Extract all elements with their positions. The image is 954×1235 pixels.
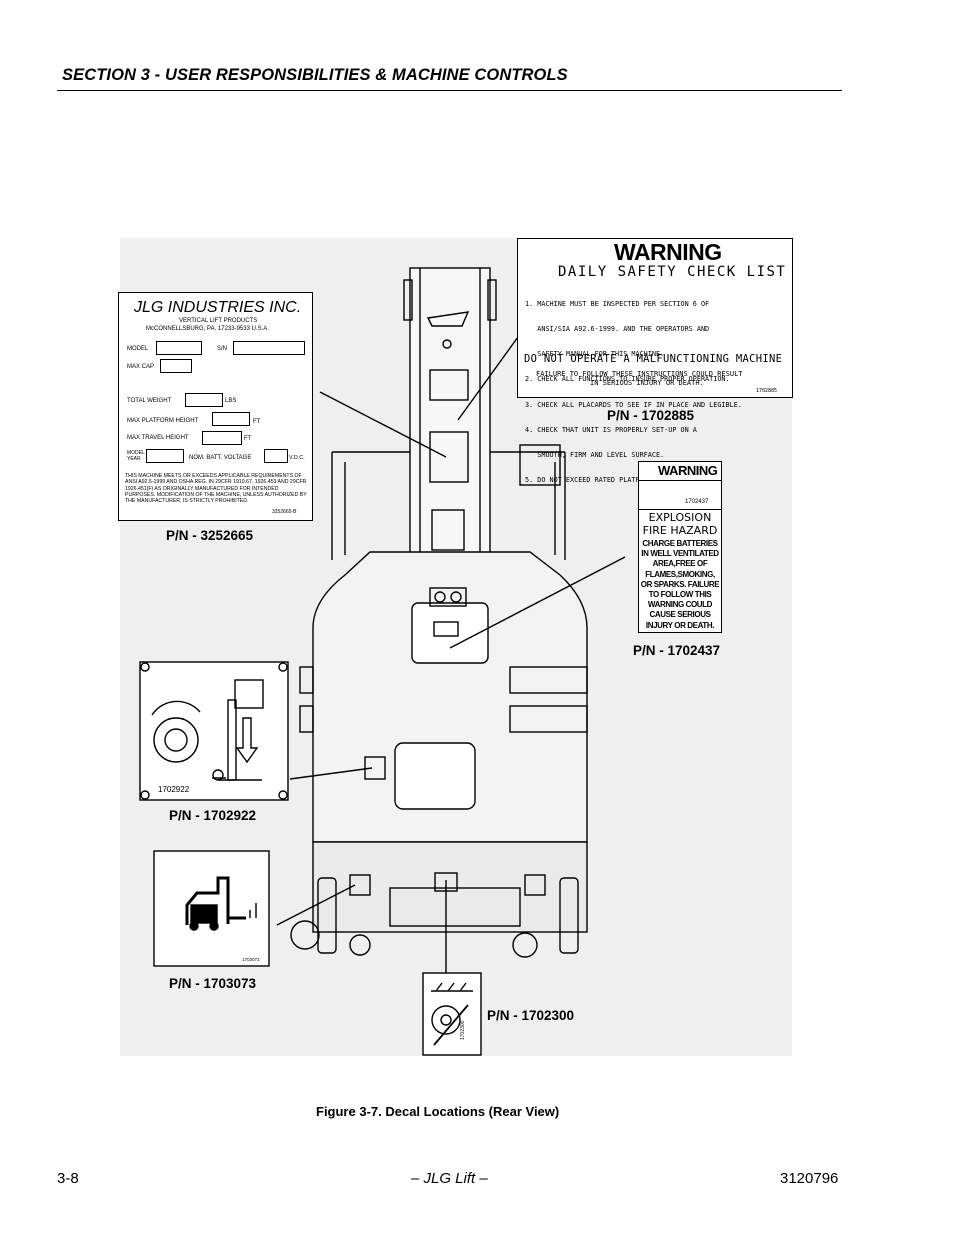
- warning-decal-code: 1702885: [756, 388, 778, 394]
- explosion-divider: [639, 509, 721, 510]
- daily-safety-check-decal: WARNING DAILY SAFETY CHECK LIST 1. MACHI…: [517, 238, 793, 484]
- nameplate-model-label: MODEL: [127, 346, 149, 352]
- nameplate-ft2-label: FT: [244, 436, 252, 442]
- jlg-nameplate-decal: JLG INDUSTRIES INC. VERTICAL LIFT PRODUC…: [118, 292, 313, 521]
- max-cap-field: [160, 359, 192, 373]
- warning-items: 1. MACHINE MUST BE INSPECTED PER SECTION…: [525, 299, 742, 485]
- nameplate-batt-voltage-label: NOM. BATT. VOLTAGE: [189, 455, 252, 461]
- nameplate-total-weight-label: TOTAL WEIGHT: [127, 398, 172, 404]
- section-title: SECTION 3 - USER RESPONSIBILITIES & MACH…: [62, 66, 568, 84]
- model-field: [156, 341, 202, 355]
- sn-field: [233, 341, 305, 355]
- decal-1702300: [422, 972, 482, 1056]
- footer-doc-number: 3120796: [780, 1170, 839, 1187]
- total-weight-field: [185, 393, 223, 407]
- explosion-decal-code: 1702437: [685, 499, 709, 505]
- pn-1702300-label: P/N - 1702300: [487, 1008, 575, 1023]
- pn-1702885-label: P/N - 1702885: [607, 408, 695, 423]
- explosion-warning-bar: [639, 462, 721, 481]
- nameplate-sn-label: S/N: [217, 346, 228, 352]
- figure-caption: Figure 3-7. Decal Locations (Rear View): [316, 1104, 560, 1119]
- daily-safety-subheading: DAILY SAFETY CHECK LIST: [558, 264, 787, 280]
- explosion-title: EXPLOSION FIRE HAZARD: [642, 511, 718, 537]
- explosion-hazard-decal: WARNING 1702437 EXPLOSION FIRE HAZARD CH…: [638, 461, 722, 633]
- pn-1703073-label: P/N - 1703073: [169, 976, 257, 991]
- footer-page-number: 3-8: [57, 1170, 79, 1187]
- nameplate-ft1-label: FT: [253, 419, 261, 425]
- max-travel-height-field: [202, 431, 242, 445]
- nameplate-line2: McCONNELLSBURG, PA. 17233-9533 U.S.A.: [146, 326, 269, 332]
- nameplate-max-cap-label: MAX CAP: [127, 364, 155, 370]
- decal-1702922: [139, 661, 289, 801]
- pn-1702437-label: P/N - 1702437: [633, 643, 721, 658]
- decal-1702922-code: 1702922: [158, 785, 190, 794]
- nameplate-max-platform-label: MAX PLATFORM HEIGHT: [127, 418, 199, 424]
- failure-line-1: FAILURE TO FOLLOW THESE INSTRUCTIONS COU…: [536, 370, 743, 378]
- model-year-field: [146, 449, 184, 463]
- nameplate-vdc-label: V.D.C.: [289, 455, 305, 461]
- decal-1703073-code: 1703073: [242, 957, 260, 962]
- nameplate-statement: THIS MACHINE MEETS OR EXCEEDS APPLICABLE…: [125, 473, 307, 505]
- decal-1702300-code: 1702300: [460, 1020, 466, 1040]
- pn-3252665-label: P/N - 3252665: [166, 528, 254, 543]
- explosion-warning-heading: WARNING: [658, 463, 718, 478]
- nameplate-company: JLG INDUSTRIES INC.: [134, 299, 302, 316]
- explosion-text: CHARGE BATTERIES IN WELL VENTILATED AREA…: [640, 539, 720, 630]
- decal-1703073: [153, 850, 270, 967]
- nameplate-line1: VERTICAL LIFT PRODUCTS: [179, 318, 258, 324]
- max-platform-height-field: [212, 412, 250, 426]
- nameplate-code: 3252665-B: [272, 509, 297, 515]
- nameplate-max-travel-label: MAX TRAVEL HEIGHT: [127, 435, 189, 441]
- footer-center-title: – JLG Lift –: [411, 1170, 488, 1187]
- header-rule: [57, 90, 842, 91]
- nameplate-lbs-label: LBS: [225, 398, 237, 404]
- batt-voltage-field: [264, 449, 288, 463]
- pn-1702922-label: P/N - 1702922: [169, 808, 257, 823]
- warning-heading: WARNING: [614, 239, 722, 265]
- failure-line-2: IN SERIOUS INJURY OR DEATH.: [590, 379, 704, 387]
- do-not-operate-line: DO NOT OPERATE A MALFUNCTIONING MACHINE: [524, 353, 783, 365]
